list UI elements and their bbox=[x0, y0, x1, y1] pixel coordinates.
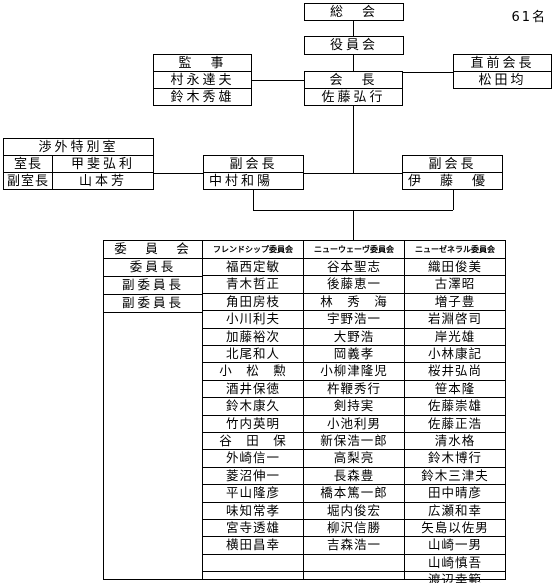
vice-president-2-name: 伊 藤 優 bbox=[402, 172, 503, 190]
committee-member-cell: 酒井保徳 bbox=[203, 381, 303, 399]
committee-member-cell bbox=[304, 572, 404, 583]
connector-line bbox=[253, 190, 254, 210]
committee-member-cell: 林 秀 海 bbox=[304, 294, 404, 312]
committee-member-cell: 織田俊美 bbox=[405, 259, 505, 277]
connector-line bbox=[353, 54, 354, 72]
committee-member-cell: 渡辺幸範 bbox=[405, 572, 505, 583]
committee-member-cell: 鈴木三津夫 bbox=[405, 468, 505, 486]
committee-role-cell: 委 員 会 bbox=[104, 241, 202, 259]
committee-member-cell: 外崎信一 bbox=[203, 450, 303, 468]
auditor-title: 監 事 bbox=[153, 54, 252, 72]
connector-line bbox=[251, 80, 304, 81]
connector-line bbox=[402, 72, 453, 73]
committee-member-cell: 味知常孝 bbox=[203, 503, 303, 520]
board-box: 役員会 bbox=[304, 36, 404, 55]
committee-member-cell: 山崎一男 bbox=[405, 537, 505, 555]
committee-member-cell: 山崎慎吾 bbox=[405, 555, 505, 573]
committee-member-cell: 剣持実 bbox=[304, 398, 404, 416]
committee-member-cell: 鈴木博行 bbox=[405, 450, 505, 468]
former-president-title: 直前会長 bbox=[453, 54, 552, 72]
committee-member-cell: 笹本隆 bbox=[405, 381, 505, 399]
committee-member-cell: 清水格 bbox=[405, 433, 505, 451]
committee-role-cell: 副委員長 bbox=[104, 295, 202, 313]
committee-member-cell: 小柳津隆児 bbox=[304, 363, 404, 381]
committee-member-cell: 平山隆彦 bbox=[203, 485, 303, 503]
president-name: 佐藤弘行 bbox=[304, 88, 403, 106]
general-assembly-box: 総 会 bbox=[304, 3, 404, 21]
committee-member-cell: 佐藤正浩 bbox=[405, 416, 505, 433]
committee-header: ニューゼネラル委員会 bbox=[405, 241, 505, 259]
committee-member-cell: 田中晴彦 bbox=[405, 485, 505, 503]
committee-member-cell: 小川利夫 bbox=[203, 311, 303, 329]
committee-column: フレンドシップ委員会福西定敏青木哲正角田房枝小川利夫加藤裕次北尾和人小 松 勲酒… bbox=[202, 240, 304, 580]
connector-line bbox=[453, 190, 454, 210]
committee-member-cell: 谷本聖志 bbox=[304, 259, 404, 277]
committee-member-cell: 横田昌幸 bbox=[203, 537, 303, 555]
special-office-head-name: 甲斐弘利 bbox=[52, 155, 154, 173]
former-president-name: 松田均 bbox=[453, 71, 552, 89]
committee-member-cell bbox=[203, 555, 303, 573]
committee-member-cell: 小池利男 bbox=[304, 416, 404, 433]
committee-member-cell bbox=[203, 572, 303, 583]
committee-role-cell: 副委員長 bbox=[104, 277, 202, 295]
special-office-deputy-name: 山本芳 bbox=[52, 172, 154, 190]
committee-member-cell: 菱沼伸一 bbox=[203, 468, 303, 486]
special-office-deputy-role: 副室長 bbox=[3, 172, 53, 190]
committee-header: フレンドシップ委員会 bbox=[203, 241, 303, 259]
special-office-head-role: 室長 bbox=[3, 155, 53, 173]
committee-member-cell: 桜井弘尚 bbox=[405, 363, 505, 381]
auditor-member: 村永達夫 bbox=[153, 71, 252, 89]
vice-president-1-name: 中村和陽 bbox=[203, 172, 304, 190]
president-title: 会 長 bbox=[304, 71, 403, 89]
committee-member-cell: 北尾和人 bbox=[203, 346, 303, 364]
committee-member-cell: 広瀬和幸 bbox=[405, 503, 505, 520]
committee-member-cell: 古澤昭 bbox=[405, 276, 505, 294]
committee-member-cell: 小林康記 bbox=[405, 346, 505, 364]
committee-member-cell: 佐藤崇雄 bbox=[405, 398, 505, 416]
vice-president-1-title: 副会長 bbox=[203, 155, 304, 173]
connector-line bbox=[353, 20, 354, 36]
special-office-title: 渉外特別室 bbox=[3, 138, 154, 156]
committee-member-cell: 大野浩 bbox=[304, 329, 404, 346]
committee-member-cell: 岡義孝 bbox=[304, 346, 404, 364]
committee-member-cell: 長森豊 bbox=[304, 468, 404, 486]
committee-role-cell: 委員長 bbox=[104, 259, 202, 277]
committee-member-cell: 岸光雄 bbox=[405, 329, 505, 346]
committee-member-cell: 宮寺透雄 bbox=[203, 520, 303, 538]
committee-column: ニューゼネラル委員会織田俊美古澤昭増子豊岩淵啓司岸光雄小林康記桜井弘尚笹本隆佐藤… bbox=[404, 240, 506, 583]
general-assembly-label: 総 会 bbox=[329, 4, 378, 20]
committee-member-cell: 後藤恵一 bbox=[304, 276, 404, 294]
committee-column: ニューウェーヴ委員会谷本聖志後藤恵一林 秀 海宇野浩一大野浩岡義孝小柳津隆児杵鞭… bbox=[303, 240, 405, 580]
member-count: 61名 bbox=[511, 10, 547, 25]
connector-line bbox=[353, 106, 354, 173]
committee-member-cell bbox=[304, 555, 404, 573]
connector-line bbox=[353, 210, 354, 240]
committee-member-cell: 堀内俊宏 bbox=[304, 503, 404, 520]
committee-member-cell: 増子豊 bbox=[405, 294, 505, 312]
auditor-member: 鈴木秀雄 bbox=[153, 88, 252, 106]
committee-member-cell: 宇野浩一 bbox=[304, 311, 404, 329]
committee-member-cell: 橋本篤一郎 bbox=[304, 485, 404, 503]
committee-member-cell: 新保浩一郎 bbox=[304, 433, 404, 451]
committee-member-cell: 矢島以佐男 bbox=[405, 520, 505, 538]
committee-member-cell: 高梨亮 bbox=[304, 450, 404, 468]
committee-header: ニューウェーヴ委員会 bbox=[304, 241, 404, 259]
committee-member-cell: 青木哲正 bbox=[203, 276, 303, 294]
committee-member-cell: 杵鞭秀行 bbox=[304, 381, 404, 399]
committee-role-column: 委 員 会 委員長 副委員長 副委員長 bbox=[103, 240, 203, 580]
committee-member-cell: 岩淵啓司 bbox=[405, 311, 505, 329]
committee-member-cell: 小 松 勲 bbox=[203, 363, 303, 381]
committee-member-cell: 吉森浩一 bbox=[304, 537, 404, 555]
committee-member-cell: 柳沢信勝 bbox=[304, 520, 404, 538]
committee-member-cell: 鈴木康久 bbox=[203, 398, 303, 416]
board-label: 役員会 bbox=[329, 38, 378, 53]
committee-member-cell: 竹内英明 bbox=[203, 416, 303, 433]
vice-president-2-title: 副会長 bbox=[402, 155, 503, 173]
committee-member-cell: 福西定敏 bbox=[203, 259, 303, 277]
committee-member-cell: 加藤裕次 bbox=[203, 329, 303, 346]
committee-member-cell: 角田房枝 bbox=[203, 294, 303, 312]
committee-member-cell: 谷 田 保 bbox=[203, 433, 303, 451]
